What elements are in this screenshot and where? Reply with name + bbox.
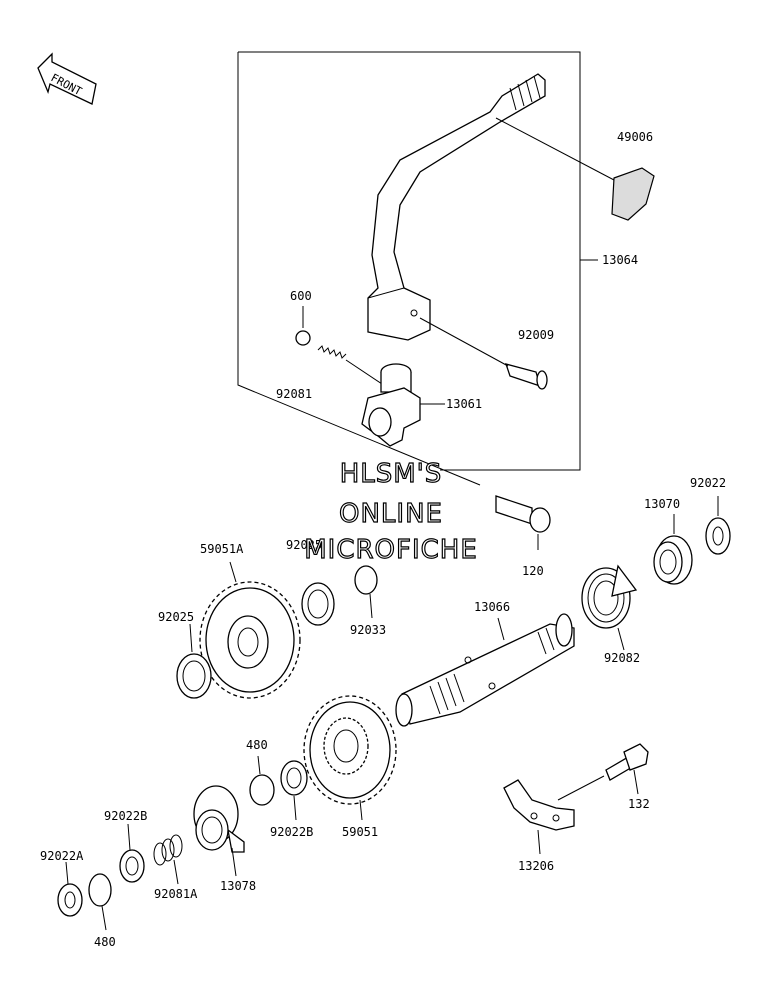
spring-92081A: [153, 834, 183, 885]
label-92022B-lower: 92022B: [104, 809, 147, 823]
washer-92025-right: [301, 582, 335, 626]
label-92025-right: 92025: [286, 538, 322, 552]
label-600: 600: [290, 289, 312, 303]
label-13061: 13061: [446, 397, 482, 411]
washer-92022B-upper: [280, 760, 308, 796]
gear-59051A: [199, 561, 301, 699]
gear-59051: [303, 695, 397, 821]
bolt-120: [495, 495, 551, 550]
label-92022B-upper: 92022B: [270, 825, 313, 839]
label-13070: 13070: [644, 497, 680, 511]
washer-92022B-lower: [119, 849, 145, 883]
circlip-92033: [354, 565, 378, 595]
label-13064: 13064: [602, 253, 638, 267]
label-13078: 13078: [220, 879, 256, 893]
ball-600: [295, 330, 311, 346]
kick-pedal-lever: [367, 73, 546, 341]
label-480-upper: 480: [246, 738, 268, 752]
spring-92081: [317, 345, 383, 385]
label-59051: 59051: [342, 825, 378, 839]
circlip-480-lower: [88, 873, 112, 907]
label-13206: 13206: [518, 859, 554, 873]
label-92022A: 92022A: [40, 849, 84, 863]
label-92033: 92033: [350, 623, 386, 637]
kick-pedal-rubber: [495, 117, 655, 221]
label-92082: 92082: [604, 651, 640, 665]
ratchet-13078: [193, 785, 245, 877]
kick-shaft-13066: [395, 613, 575, 727]
watermark-line-2: ONLINE: [339, 499, 443, 529]
label-59051A: 59051A: [200, 542, 244, 556]
label-92081A: 92081A: [154, 887, 198, 901]
kick-boss-13061: [361, 363, 445, 447]
label-132: 132: [628, 797, 650, 811]
guide-13206: [503, 779, 575, 855]
watermark-line-3: MICROFICHE: [304, 535, 478, 565]
bolt-92009: [419, 317, 548, 390]
washer-92022A: [57, 883, 83, 917]
label-92081: 92081: [276, 387, 312, 401]
kick-pedal-assembly-box: [237, 51, 598, 486]
label-92022-top: 92022: [690, 476, 726, 490]
torsion-spring-92082: [581, 564, 638, 651]
label-92009: 92009: [518, 328, 554, 342]
collar-13070: [653, 514, 693, 585]
front-arrow-icon: FRONT: [37, 52, 97, 105]
watermark-line-1: HLSM'S: [340, 459, 443, 489]
circlip-480-upper: [249, 774, 275, 806]
label-49006: 49006: [617, 130, 653, 144]
washer-92025-left: [176, 653, 212, 699]
label-13066: 13066: [474, 600, 510, 614]
bolt-132: [557, 743, 649, 801]
label-480-lower: 480: [94, 935, 116, 949]
label-92025-left: 92025: [158, 610, 194, 624]
label-120: 120: [522, 564, 544, 578]
washer-92022-top: [705, 517, 731, 555]
watermark: HLSM'S ONLINE MICROFICHE: [304, 458, 478, 565]
